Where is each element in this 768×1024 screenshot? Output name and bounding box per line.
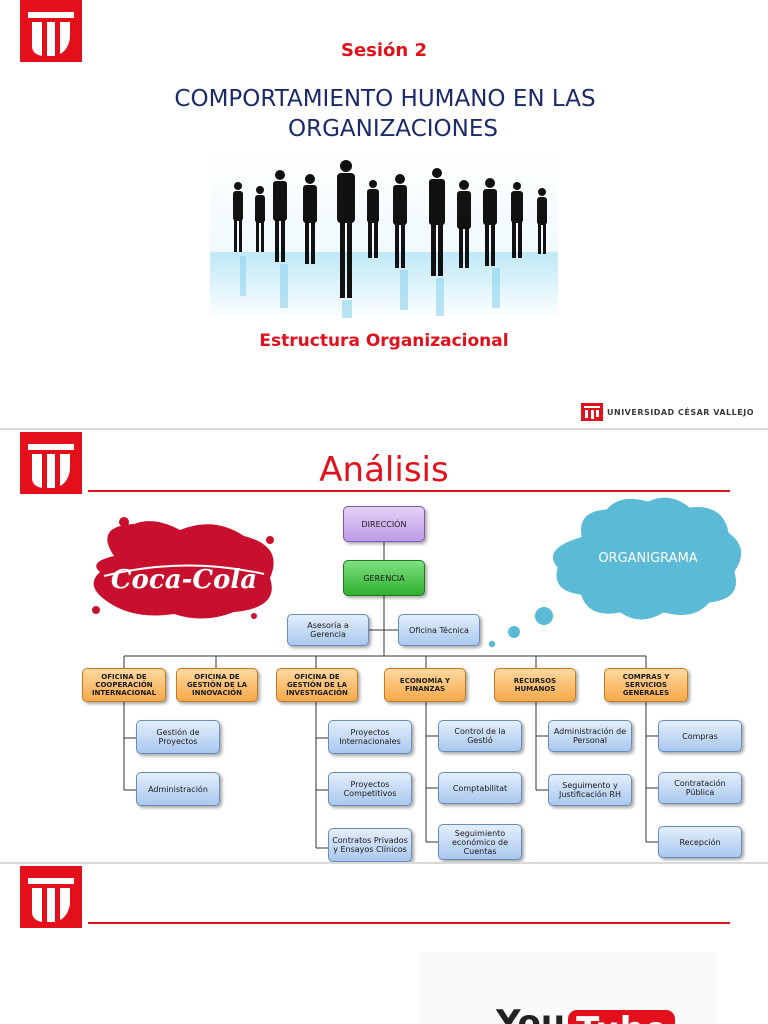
session-label: Sesión 2 <box>340 40 428 61</box>
ucv-logo <box>20 866 82 928</box>
slide-1: Sesión 2 COMPORTAMIENTO HUMANO EN LAS OR… <box>0 0 768 428</box>
slide-title: Análisis <box>319 450 449 490</box>
org-item: Recepción <box>658 826 742 858</box>
title-line-2: ORGANIZACIONES <box>288 116 498 142</box>
org-item: Gestión de Proyectos <box>136 720 220 754</box>
thought-bubbles <box>487 605 555 649</box>
org-item: Administración de Personal <box>548 720 632 752</box>
org-gerencia: GERENCIA <box>343 560 425 596</box>
university-brand: UNIVERSIDAD CÉSAR VALLEJO <box>581 402 754 422</box>
org-dept-compras: COMPRAS Y SERVICIOS GENERALES <box>604 668 688 702</box>
org-item: Seguimiento económico de Cuentas <box>438 824 522 860</box>
ucv-logo <box>20 432 82 494</box>
org-dept-innovacion: OFICINA DE GESTIÓN DE LA INNOVACIÓN <box>176 668 258 702</box>
youtube-logo-tube: Tube <box>568 1010 676 1024</box>
org-item: Control de la Gestió <box>438 720 522 752</box>
org-item: Compras <box>658 720 742 752</box>
cloud-label: ORGANIGRAMA <box>598 551 697 566</box>
presentation-title: COMPORTAMIENTO HUMANO EN LAS ORGANIZACIO… <box>150 84 620 144</box>
university-name: UNIVERSIDAD CÉSAR VALLEJO <box>607 407 754 417</box>
youtube-logo-you: You <box>496 1003 566 1024</box>
title-rule <box>88 922 730 924</box>
org-item: Contratación Pública <box>658 772 742 804</box>
org-item: Seguimento y Justificación RH <box>548 774 632 806</box>
org-dept-rrhh: RECURSOS HUMANOS <box>494 668 576 702</box>
business-people-image <box>210 152 558 320</box>
thought-cloud: ORGANIGRAMA <box>550 494 745 623</box>
org-chart-connectors <box>123 542 658 849</box>
org-oficina-tecnica: Oficina Técnica <box>398 614 480 646</box>
org-item: Contratos Privados y Ensayos Clínicos <box>328 828 412 862</box>
slide-2: Análisis Coca-Cola ORGANIGRAMA <box>0 430 768 862</box>
org-item: Administración <box>136 772 220 806</box>
org-item: Comptabilitat <box>438 772 522 804</box>
coca-cola-wordmark: Coca-Cola <box>111 565 257 595</box>
youtube-logo: You Tube <box>496 1000 676 1024</box>
org-item: Proyectos Competitivos <box>328 772 412 806</box>
org-dept-investigacion: OFICINA DE GESTIÓN DE LA INVESTIGACIÓN <box>276 668 358 702</box>
org-asesoria: Asesoría a Gerencia <box>287 614 369 646</box>
section-subtitle: Estructura Organizacional <box>259 331 509 351</box>
title-rule <box>88 490 730 492</box>
slide-separator <box>0 862 768 864</box>
ucv-logo <box>20 0 82 62</box>
slide-separator <box>0 428 768 430</box>
title-line-1: COMPORTAMIENTO HUMANO EN LAS <box>174 86 596 112</box>
org-dept-cooperacion: OFICINA DE COOPERACIÓN INTERNACIONAL <box>82 668 166 702</box>
org-direccion: DIRECCIÓN <box>343 506 425 542</box>
slide-3: You Tube <box>0 864 768 1024</box>
ucv-small-logo <box>581 403 603 421</box>
coca-cola-logo: Coca-Cola <box>92 517 274 619</box>
org-dept-economia: ECONOMÍA Y FINANZAS <box>384 668 466 702</box>
org-item: Proyectos Internacionales <box>328 720 412 754</box>
